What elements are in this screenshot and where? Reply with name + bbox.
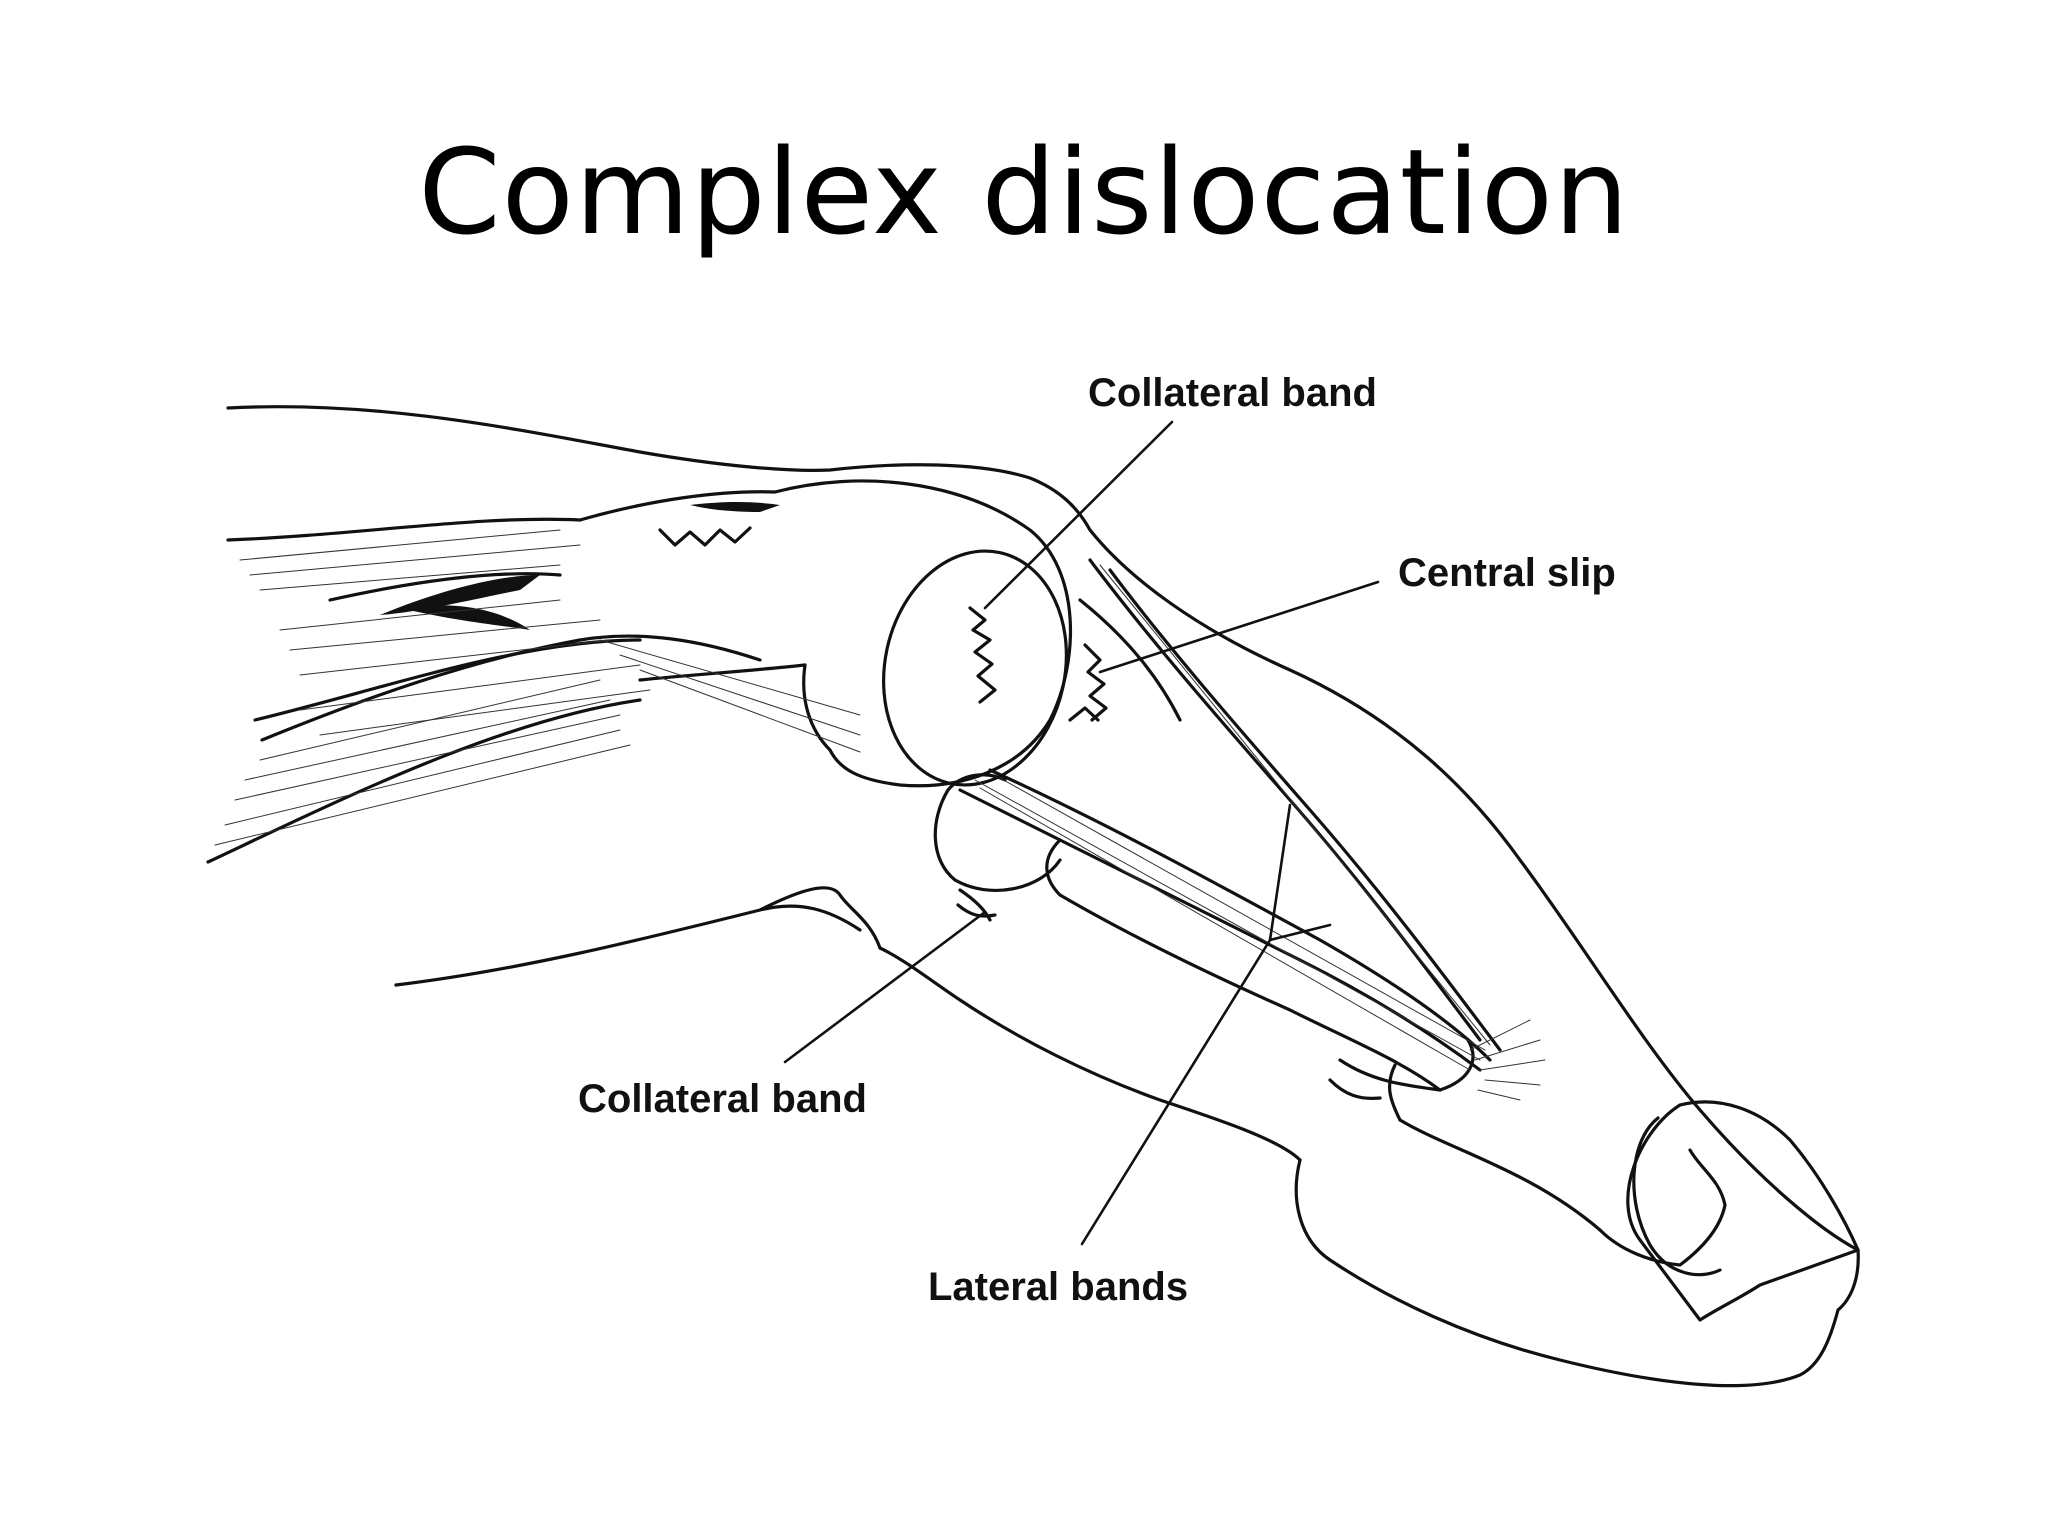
label-lateral-bands: Lateral bands [928, 1265, 1188, 1309]
extensor-tendon-bundle [206, 501, 861, 864]
distal-phalanx [1387, 1063, 1727, 1267]
leader-lateral-bands [1080, 803, 1292, 1246]
slide-title: Complex dislocation [418, 123, 1630, 261]
leader-lateral-bands-branch [1268, 923, 1332, 942]
label-collateral-band-bottom: Collateral band [578, 1077, 867, 1121]
label-central-slip: Central slip [1398, 551, 1616, 595]
label-collateral-band-top: Collateral band [1088, 371, 1377, 415]
leader-collateral-band-bottom [783, 910, 987, 1064]
middle-phalanx [933, 773, 1475, 1101]
leader-lines [783, 420, 1380, 1246]
fingernail [1626, 1100, 1860, 1322]
diagram-labels: Collateral band Central slip Collateral … [578, 371, 1616, 1309]
leader-collateral-band-top [983, 420, 1174, 610]
leader-central-slip [1098, 580, 1380, 674]
lateral-bands [958, 558, 1546, 1101]
proximal-phalanx-head [578, 479, 1072, 788]
volar-plate [956, 888, 997, 922]
